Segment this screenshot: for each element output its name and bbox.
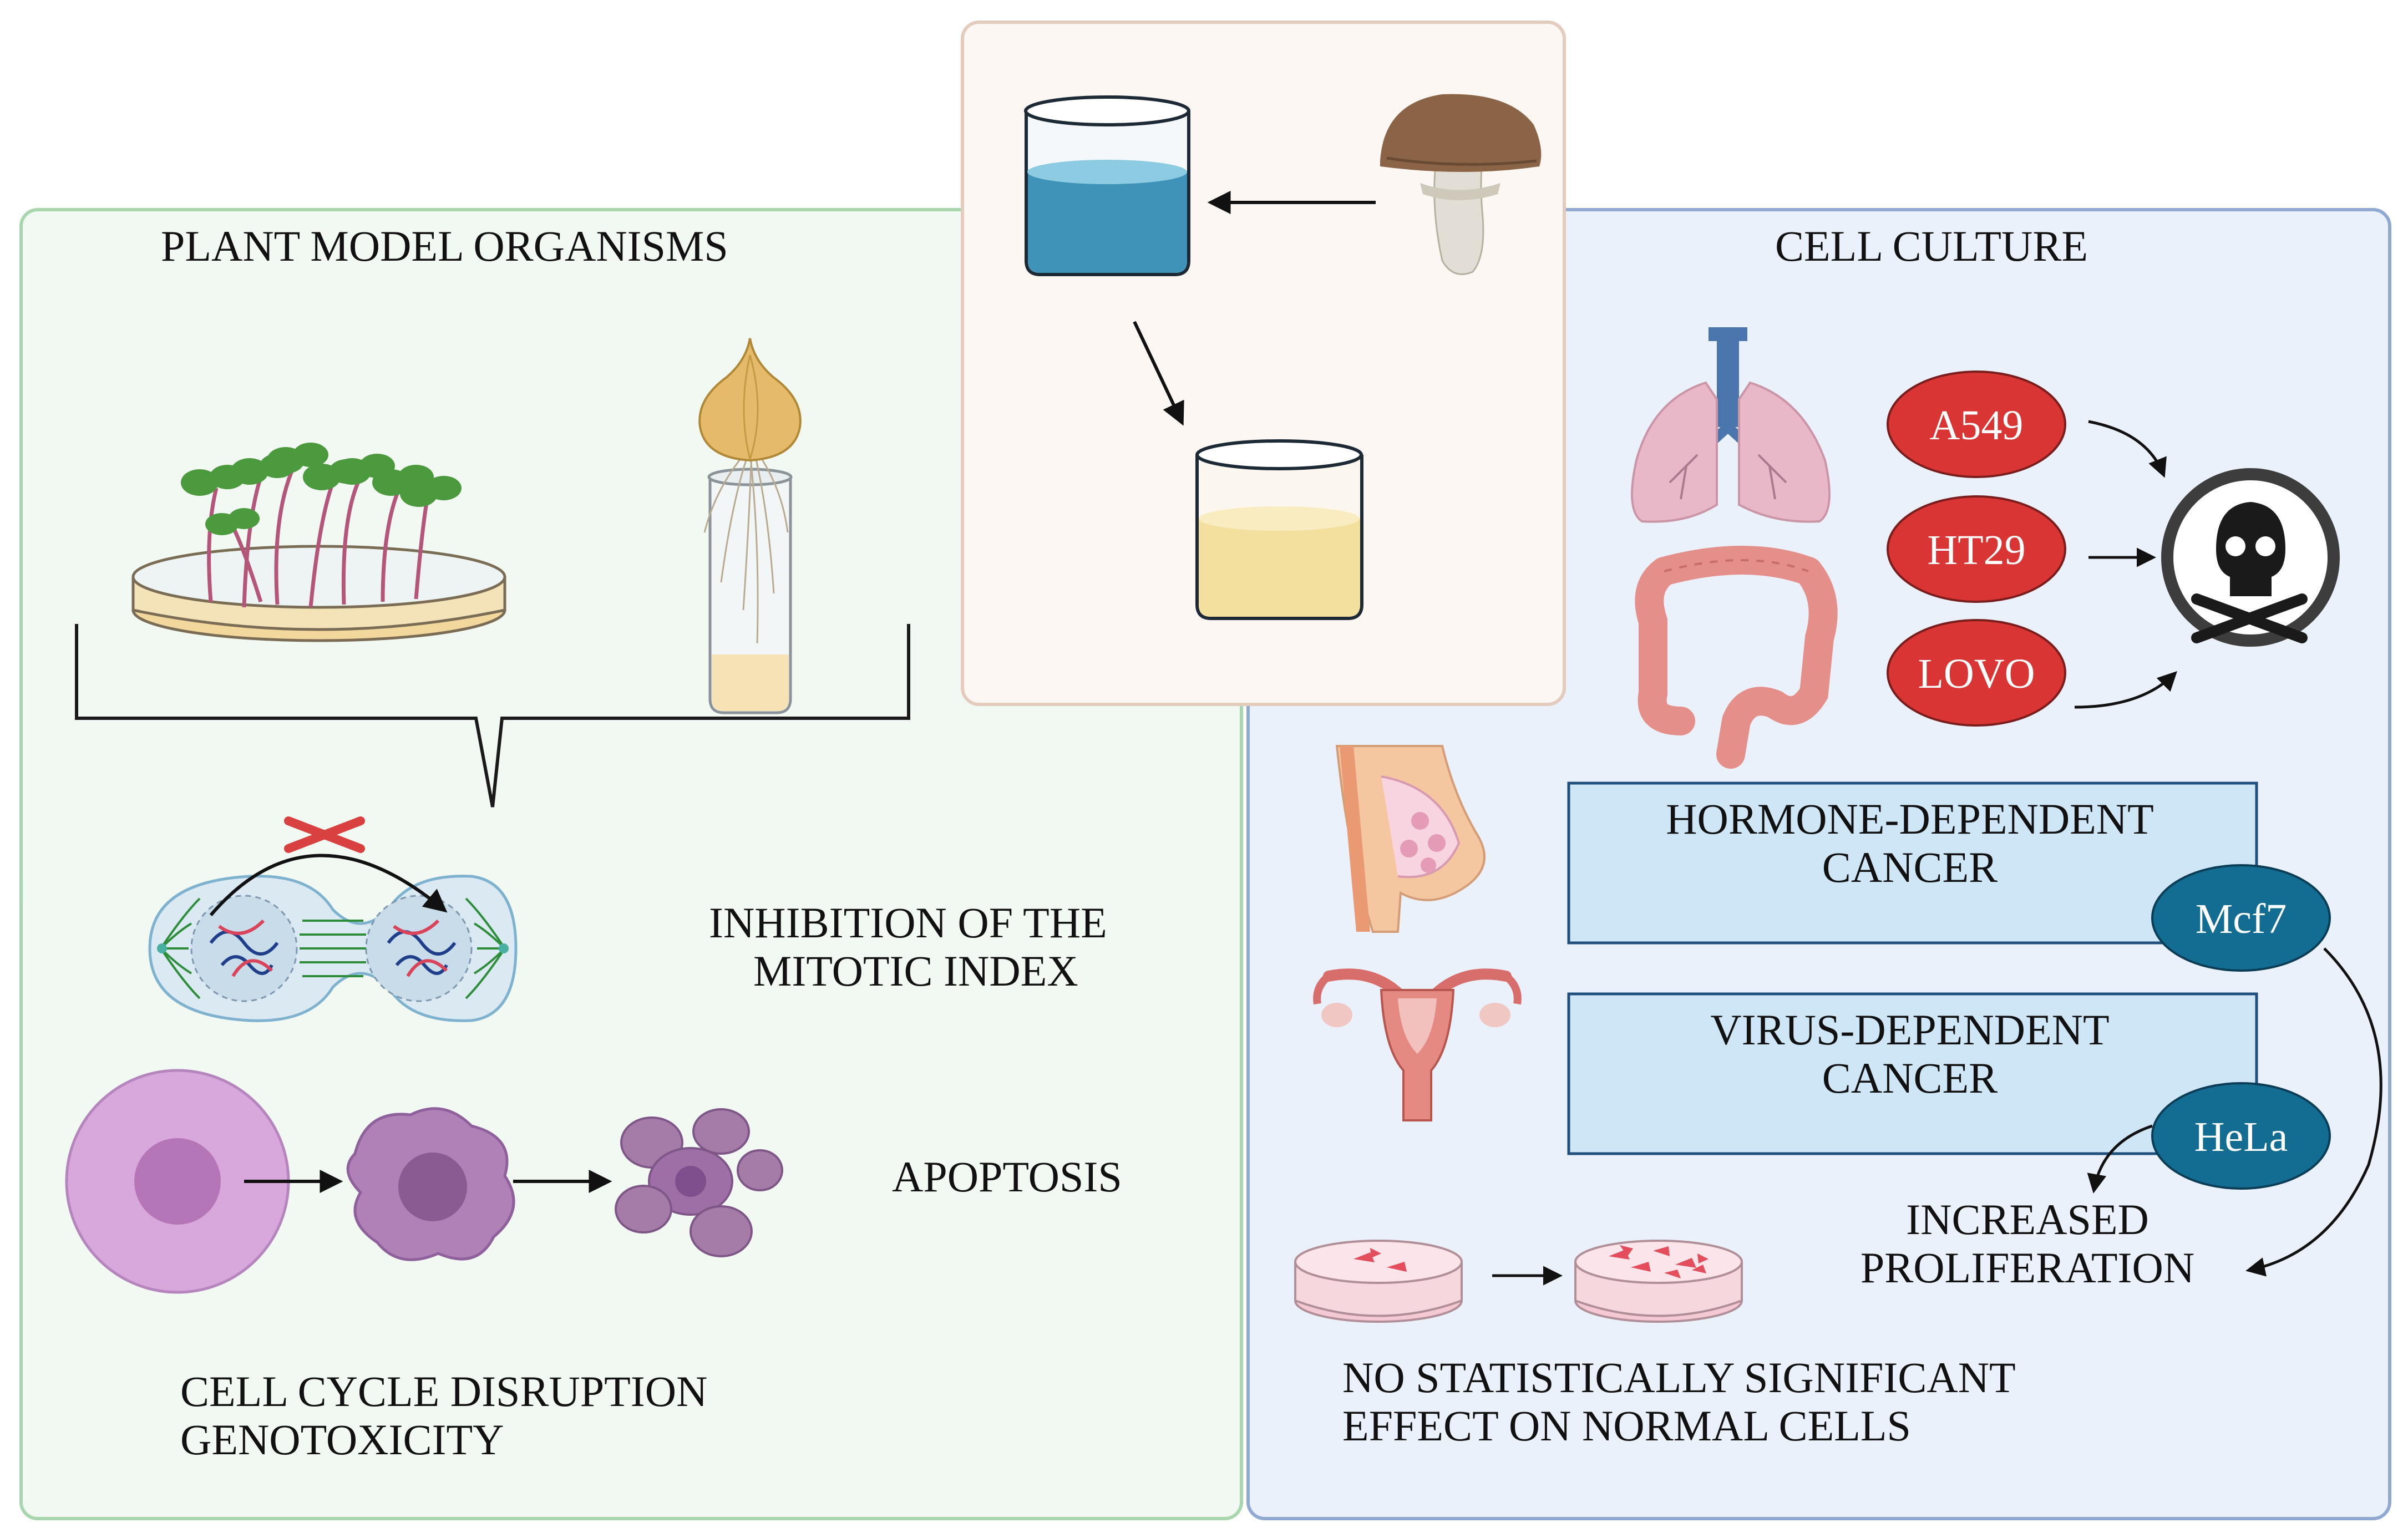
mcf7-badge	[2151, 864, 2331, 972]
onion-tube-icon	[698, 338, 802, 714]
hela-label: HeLa	[2194, 1114, 2288, 1160]
proliferation-label-1: INCREASED	[1906, 1195, 2149, 1243]
water-beaker-icon	[1024, 95, 1190, 276]
extract-beaker-icon	[1195, 439, 1363, 620]
plant-panel-title: PLANT MODEL ORGANISMS	[161, 222, 728, 270]
cell-cycle-label-1: CELL CYCLE DISRUPTION	[180, 1367, 707, 1415]
petri-dish-seedlings-icon	[131, 443, 506, 642]
virus-dependent-box	[1567, 992, 2258, 1155]
breast-icon	[1335, 745, 1486, 933]
uterus-icon	[1313, 968, 1522, 1121]
lovo-badge	[1887, 619, 2066, 727]
mitotic-index-label-2: MITOTIC INDEX	[753, 947, 1078, 995]
lovo-label: LOVO	[1918, 651, 2035, 697]
normal-cells-label-2: EFFECT ON NORMAL CELLS	[1342, 1402, 1911, 1450]
bracket-pointer	[75, 624, 910, 808]
culture-dishes-icon	[1294, 1240, 1743, 1323]
mcf7-arrow	[2245, 947, 2382, 1277]
dividing-cell-icon	[148, 816, 518, 1022]
ht29-label: HT29	[1927, 527, 2025, 573]
normal-cells-label-1: NO STATISTICALLY SIGNIFICANT	[1342, 1353, 2016, 1402]
hela-badge	[2151, 1082, 2331, 1190]
mcf7-label: Mcf7	[2196, 896, 2287, 942]
a549-badge	[1887, 370, 2066, 478]
a549-arrow	[2088, 420, 2167, 478]
apoptosis-sequence-icon	[65, 1069, 783, 1294]
cell-cycle-label-2: GENOTOXICITY	[180, 1415, 504, 1464]
cell-line-badges: A549 HT29 LOVO	[1887, 370, 2066, 727]
virus-label-1: VIRUS-DEPENDENT	[1710, 1006, 2109, 1054]
hormone-label-2: CANCER	[1822, 843, 1998, 891]
hormone-dependent-box	[1567, 781, 2258, 945]
filtration-arrow	[1133, 321, 1184, 426]
mitotic-index-label-1: INHIBITION OF THE	[709, 899, 1107, 947]
proliferation-label-2: PROLIFERATION	[1861, 1243, 2194, 1292]
virus-label-2: CANCER	[1822, 1054, 1998, 1102]
hela-arrow	[2087, 1124, 2153, 1194]
ht29-badge	[1887, 495, 2066, 603]
apoptosis-label: APOPTOSIS	[892, 1153, 1122, 1201]
lovo-arrow	[2074, 671, 2177, 709]
toxicity-skull-icon	[2161, 468, 2340, 647]
mushroom-icon	[1380, 94, 1542, 275]
a549-label: A549	[1930, 402, 2024, 449]
cell-panel-title: CELL CULTURE	[1775, 222, 2088, 270]
lungs-icon	[1631, 327, 1831, 523]
hormone-label-1: HORMONE-DEPENDENT	[1666, 795, 2154, 843]
colon-icon	[1635, 546, 1838, 769]
inhibition-cross-icon	[284, 816, 365, 853]
